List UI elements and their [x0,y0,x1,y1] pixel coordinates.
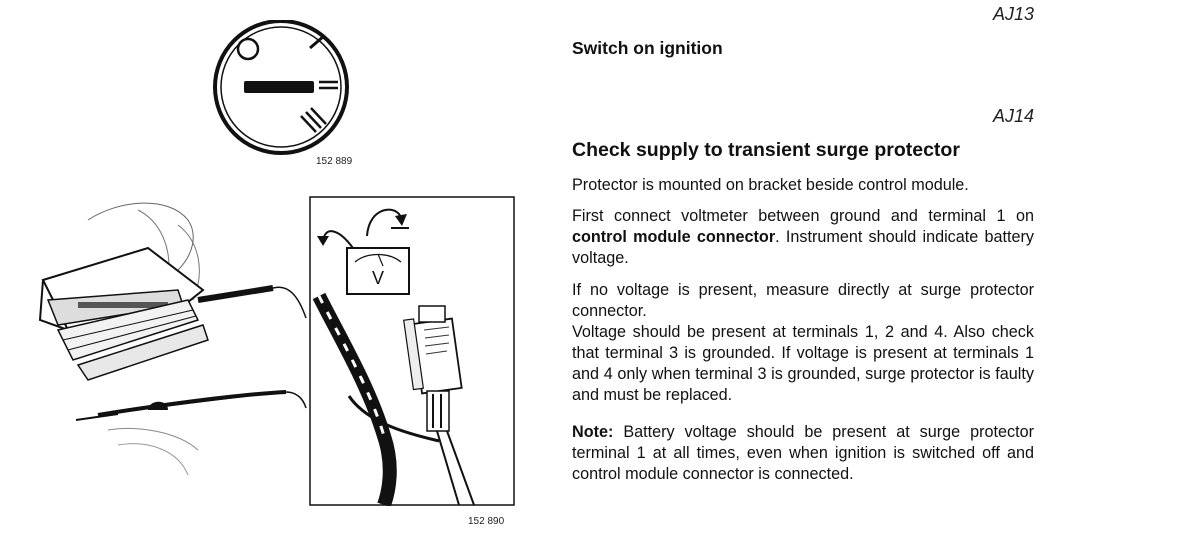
paragraph-mounting: Protector is mounted on bracket beside c… [572,176,969,194]
paragraph-voltmeter: First connect voltmeter between ground a… [572,206,1034,269]
control-module-probe-figure [28,200,308,490]
step-heading-aj14: Check supply to transient surge protecto… [572,139,960,161]
voltmeter-symbol: V [372,268,384,288]
paragraph-voltmeter-text: First connect voltmeter between ground a… [572,207,1034,225]
paragraph-no-voltage: If no voltage is present, measure direct… [572,281,1034,320]
voltmeter-surge-protector-figure: V [309,196,515,506]
step-code-aj14: AJ14 [992,106,1034,126]
step-code-aj13: AJ13 [992,4,1034,24]
note-text: Battery voltage should be present at sur… [572,423,1034,483]
control-module-connector-bold: control module connector [572,228,776,246]
note-label: Note: [572,423,614,441]
ignition-switch-figure [206,20,366,155]
ignition-figure-caption: 152 889 [316,156,353,167]
paragraph-terminals: Voltage should be present at terminals 1… [572,323,1034,404]
step-heading-aj13: Switch on ignition [572,38,723,58]
meter-figure-caption: 152 890 [468,516,505,527]
paragraph-voltmeter-text-end: . Instrument should indicate battery vol… [572,228,1034,267]
note-paragraph: Note: Battery voltage should be present … [572,422,1034,485]
